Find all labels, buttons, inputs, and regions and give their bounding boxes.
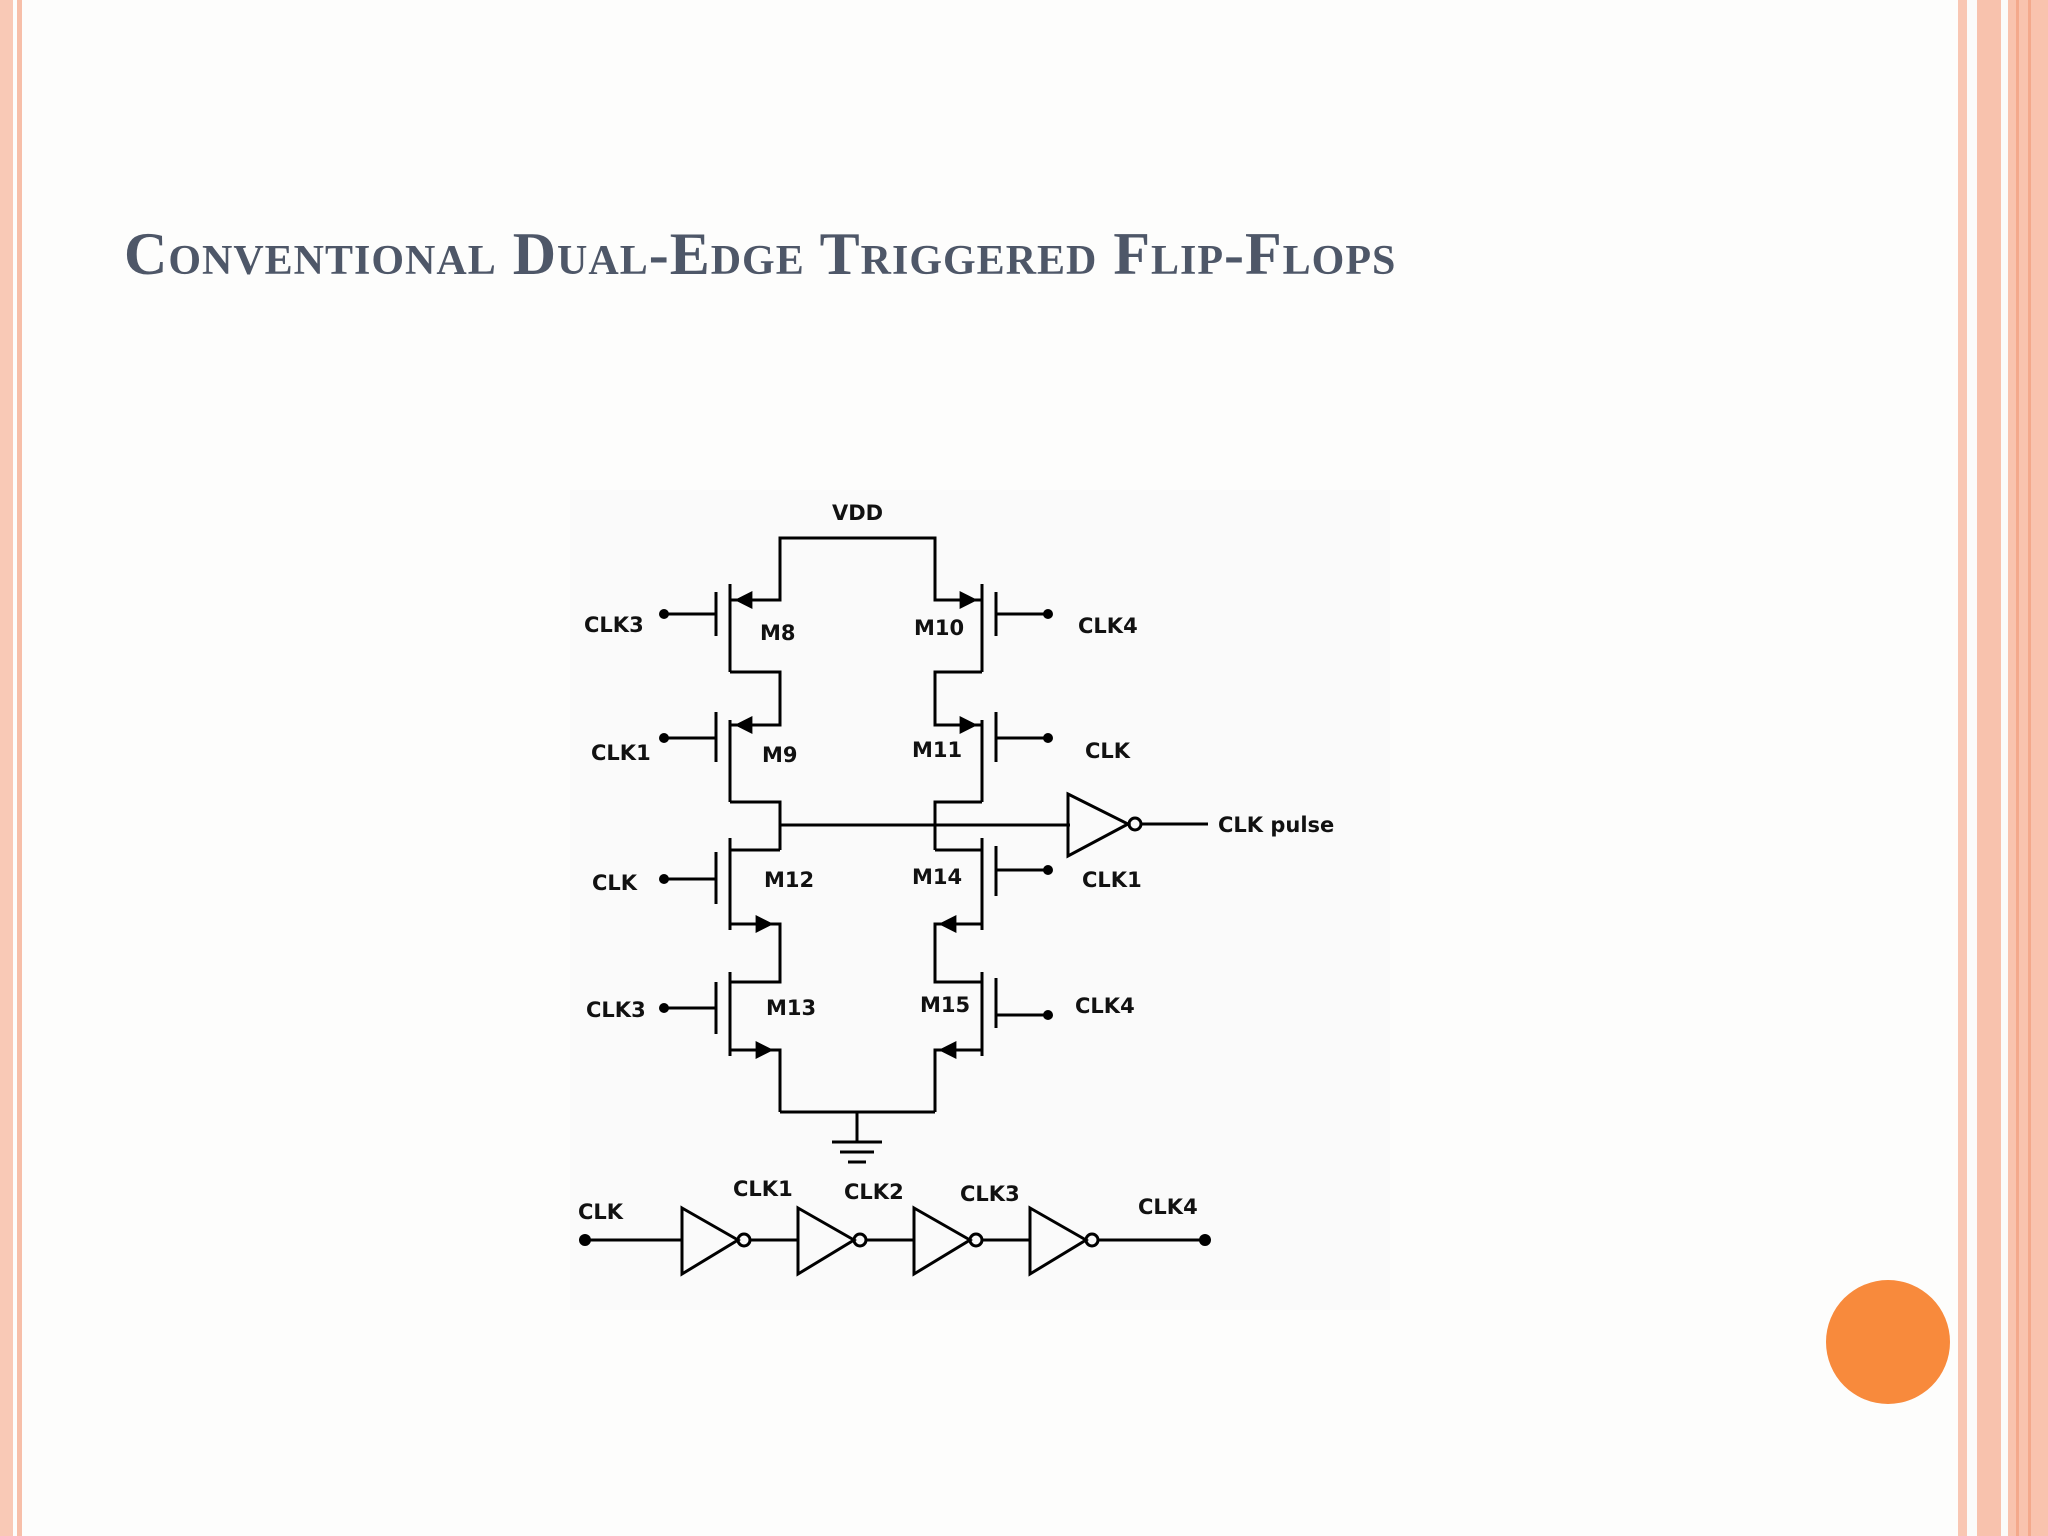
m8-gate-label: CLK3	[584, 613, 644, 637]
m10-label: M10	[914, 616, 964, 640]
m14-label: M14	[912, 865, 962, 889]
circuit-schematic: VDD M8 M9 M10 M11 M12 M13 M14 M15 CLK3 C…	[578, 501, 1334, 1277]
vdd-label: VDD	[832, 501, 883, 525]
m12-label: M12	[764, 868, 814, 892]
m11-label: M11	[912, 738, 962, 762]
right-border-stripe	[1977, 0, 2001, 1536]
delay-input-label: CLK	[578, 1200, 624, 1224]
terminal-dots	[579, 609, 1211, 1246]
m9-gate-label: CLK1	[591, 741, 651, 765]
m13-gate-label: CLK3	[586, 998, 646, 1022]
delay-tap-label: CLK3	[960, 1182, 1020, 1206]
transistor-arrows	[734, 591, 978, 1059]
m8-label: M8	[760, 621, 796, 645]
m12-gate-label: CLK	[592, 871, 638, 895]
slide-title: Conventional Dual-Edge Triggered Flip-Fl…	[124, 221, 1397, 287]
right-border-line	[2028, 0, 2031, 1536]
right-border-stripe	[1958, 0, 1967, 1536]
output-label: CLK pulse	[1218, 813, 1334, 837]
accent-dot	[1826, 1280, 1950, 1404]
left-border-line	[17, 0, 22, 1536]
right-border	[1958, 0, 2048, 1536]
m10-gate-label: CLK4	[1078, 614, 1138, 638]
delay-tap-label: CLK1	[733, 1177, 793, 1201]
m9-label: M9	[762, 743, 798, 767]
delay-tap-label: CLK2	[844, 1180, 904, 1204]
right-border-line	[2016, 0, 2019, 1536]
m15-gate-label: CLK4	[1075, 994, 1135, 1018]
m15-label: M15	[920, 993, 970, 1017]
left-border-stripe	[0, 0, 13, 1536]
m14-gate-label: CLK1	[1082, 868, 1142, 892]
circuit-wires	[585, 536, 1208, 1277]
delay-tap-label: CLK4	[1138, 1195, 1198, 1219]
m11-gate-label: CLK	[1085, 739, 1131, 763]
m13-label: M13	[766, 996, 816, 1020]
circuit-diagram: VDD M8 M9 M10 M11 M12 M13 M14 M15 CLK3 C…	[570, 490, 1390, 1310]
